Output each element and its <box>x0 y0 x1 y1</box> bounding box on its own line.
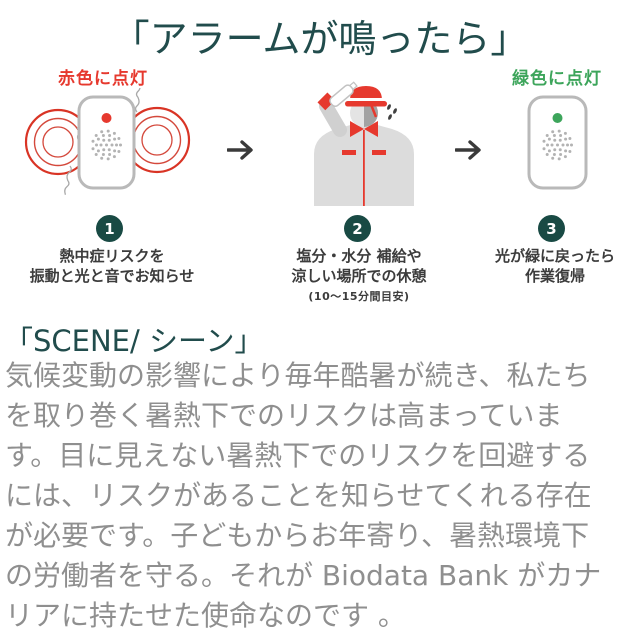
caption-line: 熱中症リスクを <box>59 247 165 265</box>
body-line: リアに持たせた使命なのです 。 <box>5 599 406 632</box>
arm-device-icon <box>317 92 336 111</box>
body-line: が必要です。子どもからお年寄り、暑熱環境下 <box>5 519 590 552</box>
caption-line: 振動と光と音でお知らせ <box>29 267 195 285</box>
body-line: す。目に見えない暑熱下でのリスクを回避する <box>5 439 591 472</box>
body-line: には、リスクがあることを知らせてくれる存在 <box>5 479 592 512</box>
step-3-badge: 3 <box>538 215 565 242</box>
caption-note: (10〜15分間目安) <box>308 290 410 303</box>
device-body <box>527 95 588 190</box>
arrow-right-icon <box>455 140 481 160</box>
pocket-left <box>342 150 356 155</box>
raised-arm <box>319 99 347 137</box>
step-1-caption: 熱中症リスクを 振動と光と音でお知らせ <box>2 246 222 286</box>
step-2-caption: 塩分・水分 補給や 涼しい場所での休憩 (10〜15分間目安) <box>249 246 469 303</box>
arrow-right-icon <box>227 140 253 160</box>
helmet-icon <box>350 86 382 100</box>
green-light-label: 緑色に点灯 <box>512 69 602 89</box>
device-body <box>77 95 136 190</box>
scene-heading: 「SCENE/ シーン」 <box>4 324 264 358</box>
step-1-badge: 1 <box>96 215 123 242</box>
caption-line: 作業復帰 <box>524 267 585 285</box>
pocket-right <box>372 150 386 155</box>
body-line: 気候変動の影響により毎年酷暑が続き、私たち <box>5 359 591 392</box>
step-2-badge: 2 <box>344 215 371 242</box>
head <box>345 86 387 127</box>
caption-line: 光が緑に戻ったら <box>494 247 615 265</box>
green-led-icon <box>552 113 563 123</box>
page-title: 「アラームが鳴ったら」 <box>111 17 529 61</box>
alarm-device-red-icon <box>24 88 191 196</box>
caption-line: 涼しい場所での休憩 <box>291 267 427 285</box>
scene-body: 気候変動の影響により毎年酷暑が続き、私たち を取り巻く暑熱下でのリスクは高まって… <box>5 356 637 636</box>
zipper <box>363 130 365 206</box>
sweat-drops-icon <box>387 104 397 120</box>
worker-drinking-icon <box>314 81 414 206</box>
red-light-label: 赤色に点灯 <box>58 69 148 89</box>
body-line: の労働者を守る。それが Biodata Bank がカナ <box>5 559 602 592</box>
red-led-icon <box>101 113 112 123</box>
caption-line: 塩分・水分 補給や <box>296 247 422 265</box>
body-line: を取り巻く暑熱下でのリスクは高まっていま <box>5 399 563 432</box>
step-3-caption: 光が緑に戻ったら 作業復帰 <box>445 246 640 286</box>
ok-device-green-icon <box>527 95 588 190</box>
bottle-icon <box>329 81 358 108</box>
